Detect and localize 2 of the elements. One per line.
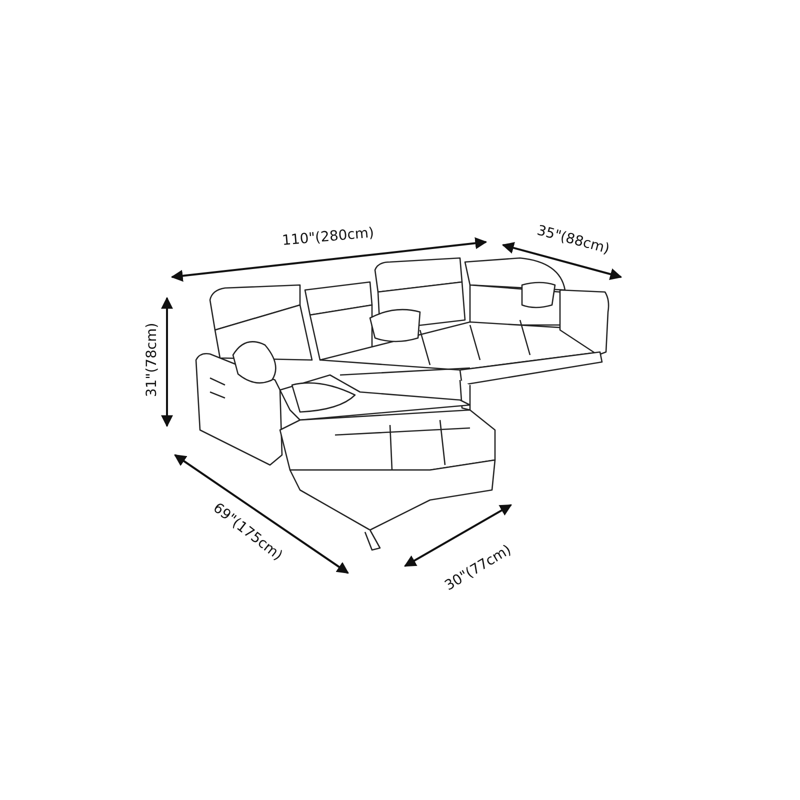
dimension-label: 110"(280cm) — [281, 225, 375, 249]
dimension-label: 31"(78cm) — [144, 322, 160, 398]
